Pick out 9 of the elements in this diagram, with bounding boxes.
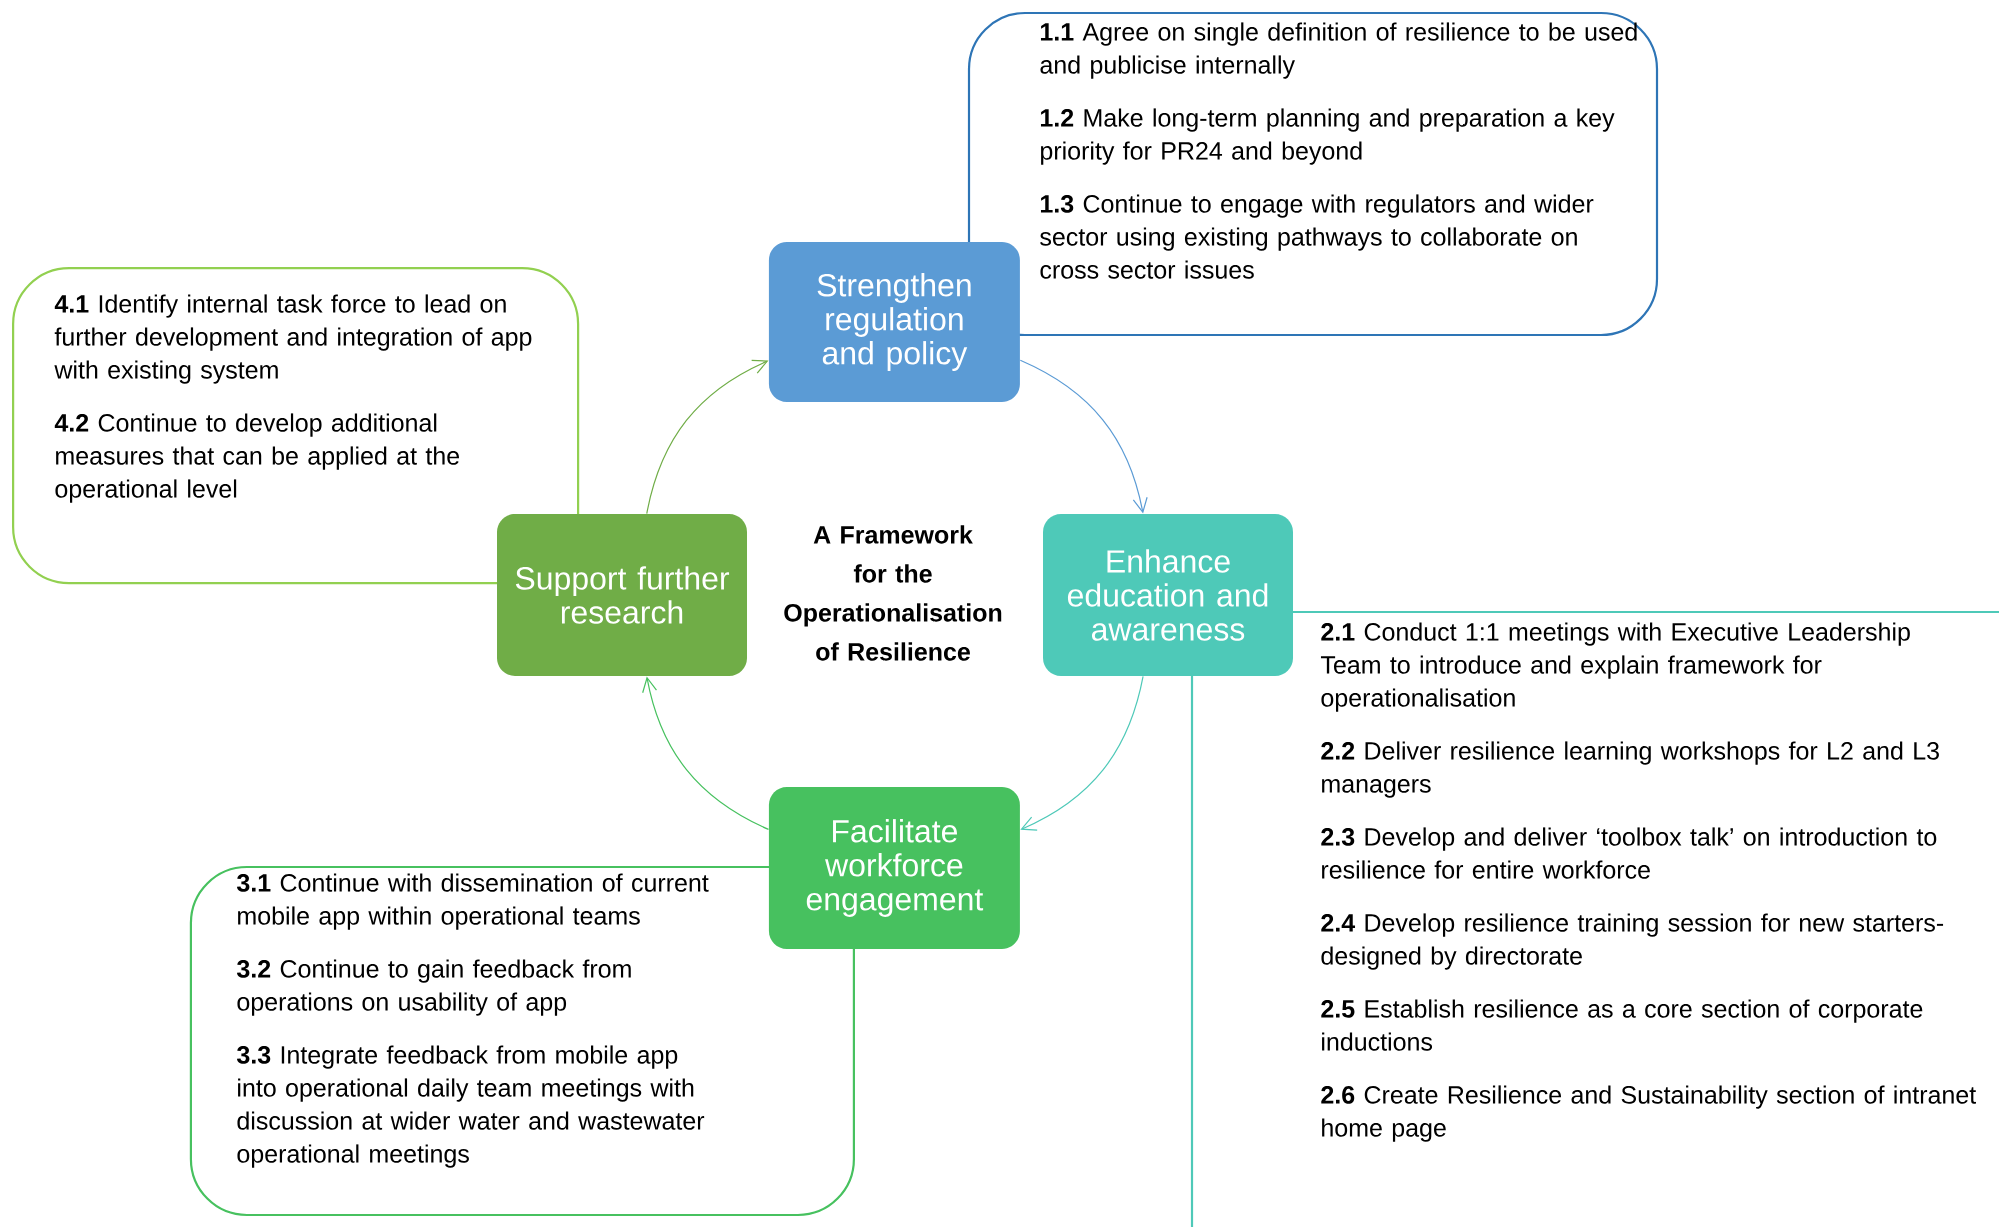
process-box: Enhance education and awareness	[1043, 514, 1293, 676]
arrow	[642, 676, 770, 830]
process-box: Strengthen regulation and policy	[768, 242, 1020, 402]
title-text: A Framework for the Operationalisation of Resilience	[784, 525, 1002, 661]
arrow	[1019, 359, 1148, 514]
process-box: Support further research	[497, 514, 747, 676]
process-box: Facilitate workforce engagement	[768, 787, 1020, 949]
arrow	[646, 359, 769, 515]
arrow	[1020, 675, 1144, 831]
